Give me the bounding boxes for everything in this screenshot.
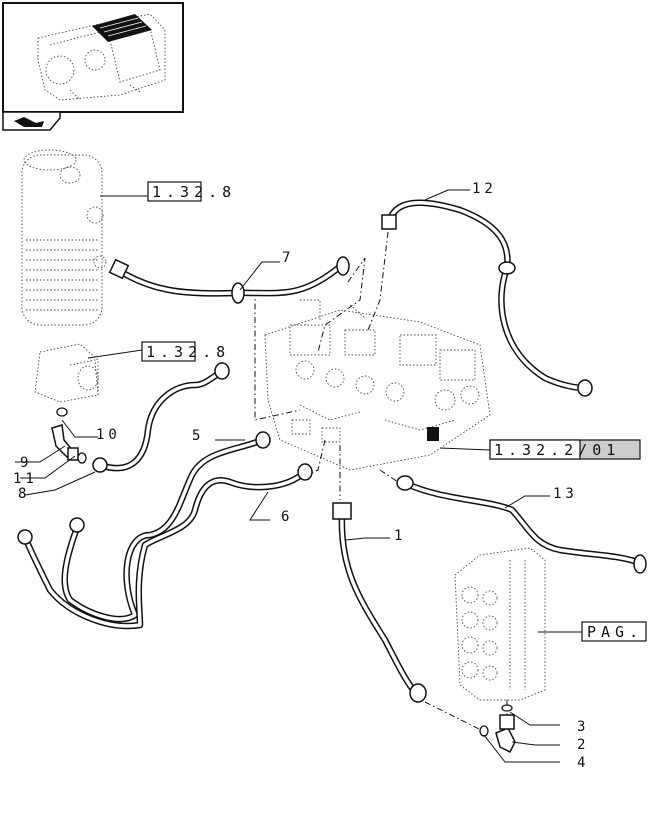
ref-box-page[interactable]: PAG.	[581, 621, 647, 642]
ref-block-text[interactable]: 1.32.2/01	[494, 441, 620, 459]
valve-body	[34, 343, 99, 403]
callout-6: 6	[281, 509, 293, 525]
callout-11: 11	[13, 471, 38, 487]
pipe-7	[108, 256, 350, 304]
callout-9: 9	[20, 455, 32, 471]
ref-filter-text[interactable]: 1.32.8	[152, 183, 236, 201]
connector-black	[427, 427, 439, 441]
callout-7: 7	[282, 250, 294, 266]
thumbnail-frame	[2, 2, 184, 113]
ref-box-filter[interactable]: 1.32.8	[147, 181, 236, 202]
pipe-1	[332, 502, 427, 703]
callout-leaders	[15, 189, 560, 763]
valve-stack	[454, 547, 546, 701]
callout-13: 13	[553, 486, 578, 502]
pipe-5	[61, 431, 271, 623]
ref-box-block[interactable]: 1.32.2/01	[489, 439, 641, 460]
callout-numbers: 7 12 13 1 5 6 8 11 9 10 3 2 4	[13, 181, 589, 771]
callout-5: 5	[192, 428, 204, 444]
callout-3: 3	[577, 719, 589, 735]
callout-10: 10	[96, 427, 121, 443]
ref-valve-text[interactable]: 1.32.8	[146, 343, 230, 361]
elbow-fitting-right	[479, 704, 516, 754]
leader-block	[439, 447, 491, 451]
arrow-page-icon[interactable]	[14, 117, 44, 127]
pipe-13	[396, 475, 647, 574]
callout-4: 4	[577, 755, 589, 771]
highlighted-part	[92, 14, 152, 42]
leader-valve	[87, 349, 143, 359]
pipe-8	[92, 362, 230, 473]
ref-box-valve[interactable]: 1.32.8	[141, 341, 230, 362]
elbow-fitting-left	[51, 407, 87, 464]
filter-housing	[21, 149, 107, 326]
pipe-12	[381, 199, 593, 397]
callout-2: 2	[577, 737, 589, 753]
control-valve-block	[264, 299, 491, 471]
callout-12: 12	[472, 181, 497, 197]
callout-1: 1	[394, 528, 406, 544]
pipe-6	[17, 463, 313, 630]
ref-page-text[interactable]: PAG.	[587, 623, 643, 641]
callout-8: 8	[18, 486, 30, 502]
nav-tab[interactable]	[2, 111, 61, 131]
